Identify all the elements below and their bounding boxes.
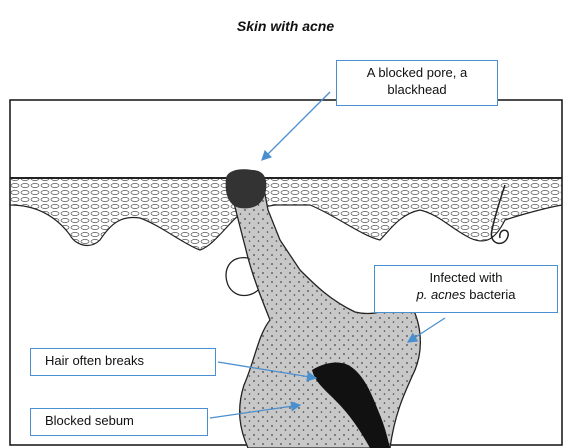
callout-hair-breaks: Hair often breaks bbox=[30, 348, 216, 376]
callout-infected: Infected with p. acnes bacteria bbox=[374, 265, 558, 313]
callout-blocked-sebum: Blocked sebum bbox=[30, 408, 208, 436]
callout-infected-line1: Infected with bbox=[381, 269, 551, 286]
callout-sebum-text: Blocked sebum bbox=[45, 412, 201, 429]
callout-blackhead: A blocked pore, a blackhead bbox=[336, 60, 498, 106]
callout-infected-line2: p. acnes bacteria bbox=[381, 286, 551, 303]
callout-hair-text: Hair often breaks bbox=[45, 352, 209, 369]
blackhead-plug bbox=[226, 169, 267, 208]
callout-blackhead-line2: blackhead bbox=[343, 81, 491, 98]
callout-blackhead-line1: A blocked pore, a bbox=[343, 64, 491, 81]
bacteria-suffix: bacteria bbox=[466, 287, 516, 302]
bacteria-name: p. acnes bbox=[416, 287, 465, 302]
